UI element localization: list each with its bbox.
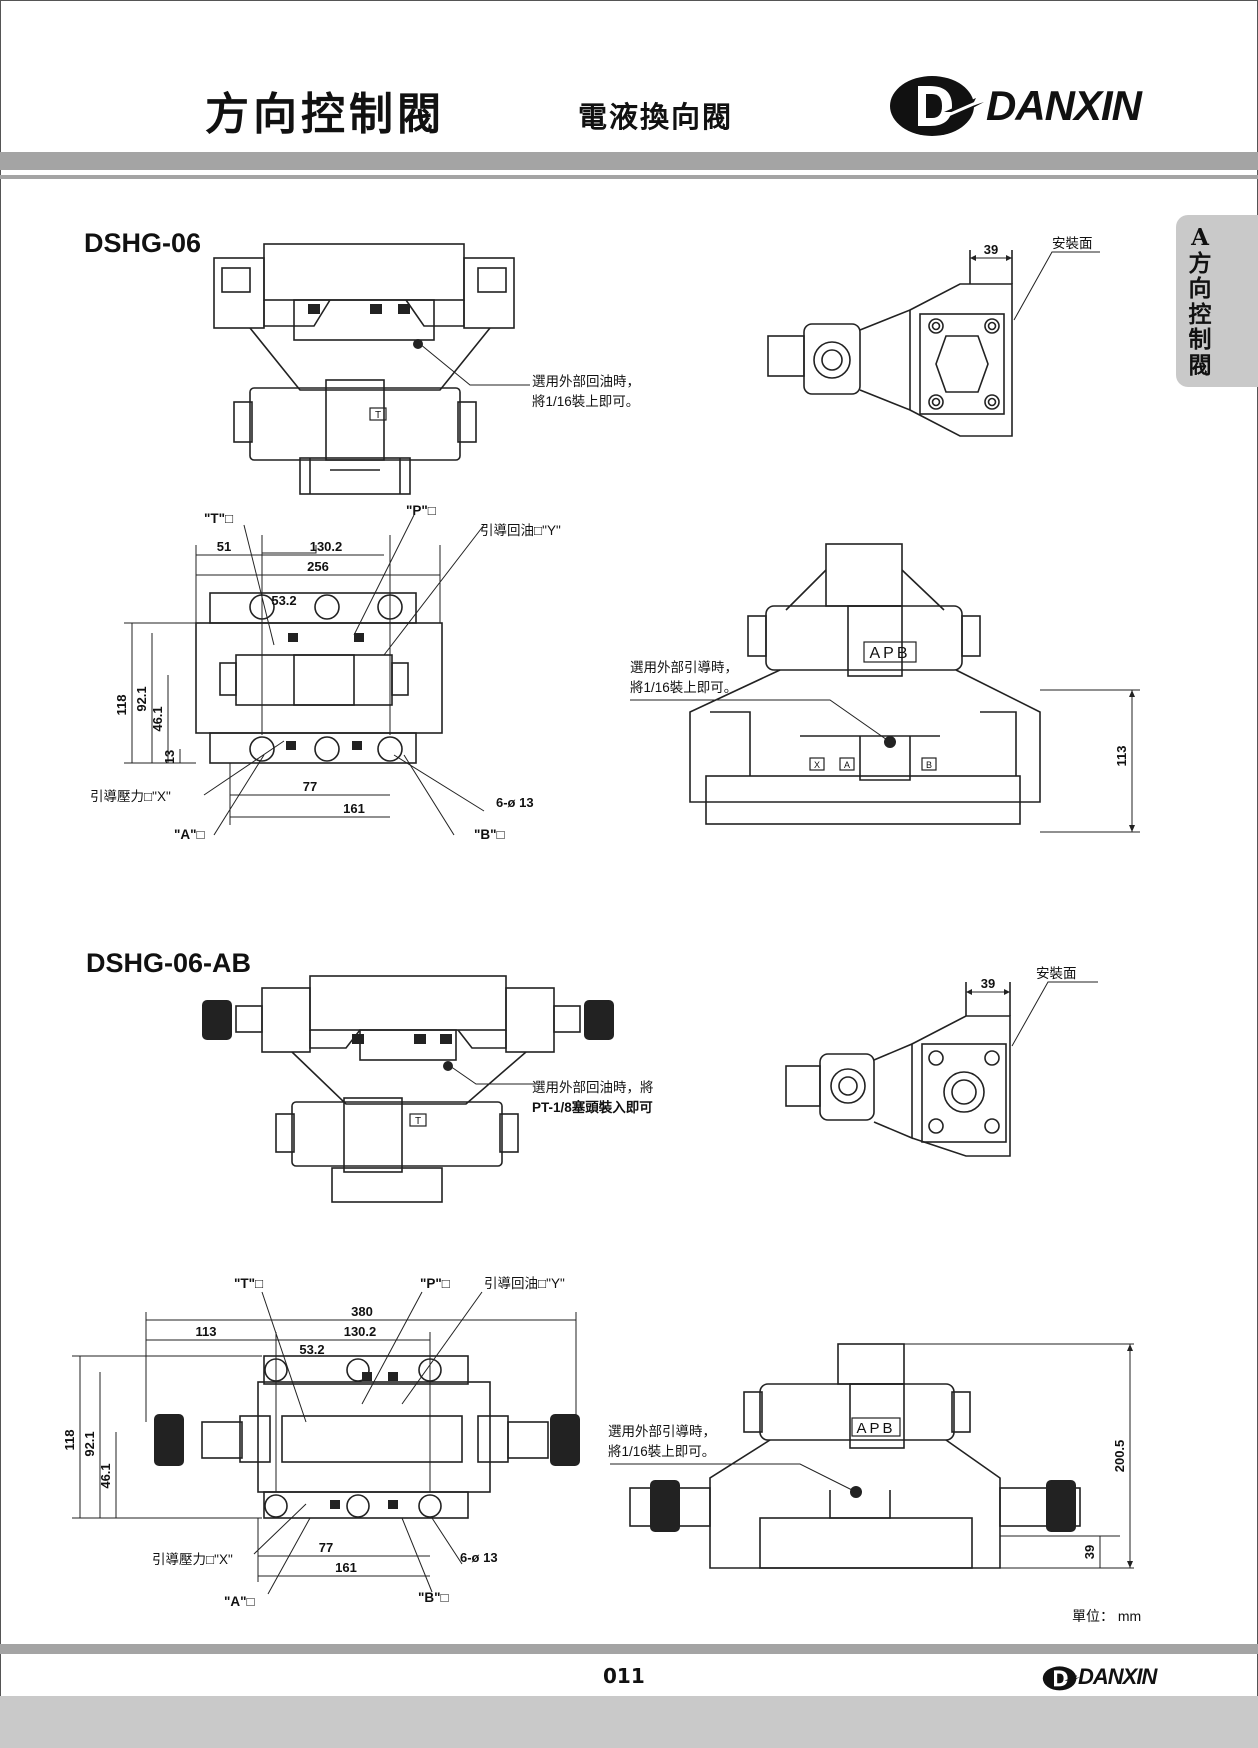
dim-height-ab: 118 xyxy=(62,1430,77,1451)
footer-logo: DANXIN xyxy=(1042,1660,1182,1696)
solenoid-mark: T xyxy=(375,410,381,421)
dim-h4: 13 xyxy=(162,750,177,764)
dim-height: 118 xyxy=(114,695,129,716)
external-drain-note-2: 將1/16裝上即可。 xyxy=(532,394,639,409)
plan-view-drawing: 256 130.2 51 53.2 118 92.1 46.1 13 77 16… xyxy=(90,503,561,842)
pilot-drain-label: 引導回油□"Y" xyxy=(480,523,561,538)
nameplate-ab: APB xyxy=(856,1420,895,1437)
port-t-label-ab: "T"□ xyxy=(234,1276,263,1291)
footer-bar xyxy=(0,1696,1258,1748)
port-b-label-ab: "B"□ xyxy=(418,1590,449,1605)
solenoid-mark-ab: T xyxy=(415,1116,421,1127)
bolt-holes-label-ab: 6-ø 13 xyxy=(460,1550,498,1565)
port-a-label-ab: "A"□ xyxy=(224,1594,255,1609)
dim-pitch: 130.2 xyxy=(310,539,343,554)
section-tab-label: 方向控制閥 xyxy=(1188,249,1212,379)
section-tab[interactable]: A 方向控制閥 xyxy=(1176,215,1258,387)
end-view-dim-39-ab: 39 xyxy=(981,976,995,991)
plan-view-drawing-ab: 380 130.2 113 53.2 118 92.1 46.1 77 161 … xyxy=(62,1276,580,1609)
side-port-b: B xyxy=(926,760,932,770)
section-tab-letter: A xyxy=(1191,224,1209,251)
dim-bottom1-ab: 77 xyxy=(319,1540,333,1555)
side-view-drawing-ab: APB 選用外部引導時， 將1/16裝上即可。 200.5 39 xyxy=(608,1343,1134,1569)
footer-brand-name: DANXIN xyxy=(1078,1664,1157,1689)
external-pilot-note-2: 將1/16裝上即可。 xyxy=(630,680,737,695)
port-b-label: "B"□ xyxy=(474,827,505,842)
header-bar xyxy=(0,152,1258,170)
brand-name: DANXIN xyxy=(986,82,1142,129)
dim-overall-ab: 380 xyxy=(351,1304,373,1319)
dim-h3: 46.1 xyxy=(150,706,165,731)
side-port-x: X xyxy=(814,760,820,770)
page-subtitle: 電液換向閥 xyxy=(578,100,734,134)
end-view-drawing-ab: 39 安裝面 xyxy=(785,966,1098,1157)
external-pilot-note: 選用外部引導時， xyxy=(630,660,738,675)
page-number: 011 xyxy=(603,1664,645,1688)
dim-h2: 92.1 xyxy=(134,686,149,711)
dim-offset-ab: 113 xyxy=(196,1324,217,1339)
dim-bottom2-ab: 161 xyxy=(335,1560,357,1575)
brand-logo-icon xyxy=(890,76,984,136)
model-label-dshg-06: DSHG-06 xyxy=(84,228,202,258)
side-port-a: A xyxy=(844,760,850,770)
port-p-label-ab: "P"□ xyxy=(420,1276,450,1291)
section-tab-text: A 方向控制閥 xyxy=(1176,225,1224,378)
unit-label: 單位： mm xyxy=(1072,1608,1142,1624)
pilot-pressure-label-ab: 引導壓力□"X" xyxy=(152,1552,233,1567)
end-view-dim-39: 39 xyxy=(984,242,998,257)
pilot-pressure-label: 引導壓力□"X" xyxy=(90,789,171,804)
dim-bottom2: 161 xyxy=(343,801,365,816)
side-dim-height: 113 xyxy=(1114,746,1129,767)
pilot-drain-label-ab: 引導回油□"Y" xyxy=(484,1276,565,1291)
dim-h2-ab: 92.1 xyxy=(82,1431,97,1456)
mounting-surface-label-ab: 安裝面 xyxy=(1036,966,1077,981)
port-t-label: "T"□ xyxy=(204,511,233,526)
port-a-label: "A"□ xyxy=(174,827,205,842)
dim-offset: 51 xyxy=(217,539,231,554)
side-dim-low-ab: 39 xyxy=(1082,1545,1097,1559)
external-pilot-note-ab-2: 將1/16裝上即可。 xyxy=(608,1444,715,1459)
external-drain-note: 選用外部回油時， xyxy=(532,374,640,389)
dim-overall: 256 xyxy=(307,559,329,574)
external-pilot-note-ab: 選用外部引導時， xyxy=(608,1424,716,1439)
dim-bottom1: 77 xyxy=(303,779,317,794)
footer-logo-icon xyxy=(1042,1666,1081,1691)
page-title: 方向控制閥 xyxy=(205,89,445,140)
bolt-holes-label: 6-ø 13 xyxy=(496,795,534,810)
dim-inner-ab: 53.2 xyxy=(299,1342,324,1357)
port-p-label: "P"□ xyxy=(406,503,436,518)
nameplate: APB xyxy=(869,645,910,662)
end-view-drawing: 39 安裝面 xyxy=(767,236,1100,437)
brand-logo: DANXIN xyxy=(888,72,1168,138)
side-dim-height-ab: 200.5 xyxy=(1112,1440,1127,1473)
mounting-surface-label: 安裝面 xyxy=(1052,236,1093,251)
dim-pitch-ab: 130.2 xyxy=(344,1324,377,1339)
header-bar-thin xyxy=(0,175,1258,179)
model-label-dshg-06-ab: DSHG-06-AB xyxy=(86,948,252,978)
footer-bar-thin xyxy=(0,1644,1258,1654)
dim-inner: 53.2 xyxy=(271,593,296,608)
top-view-drawing: T 選用外部回油時， 將1/16裝上即可。 xyxy=(213,243,640,495)
side-view-drawing: APB X A B 選用外部引導時， 將1/16裝上即可。 113 xyxy=(630,543,1140,833)
external-drain-note-ab: 選用外部回油時，將 xyxy=(532,1080,654,1095)
dim-h3-ab: 46.1 xyxy=(98,1463,113,1488)
external-drain-note-ab-2: PT-1/8塞頭裝入即可 xyxy=(532,1099,653,1115)
top-view-drawing-ab: T 選用外部回油時，將 PT-1/8塞頭裝入即可 xyxy=(202,975,654,1203)
